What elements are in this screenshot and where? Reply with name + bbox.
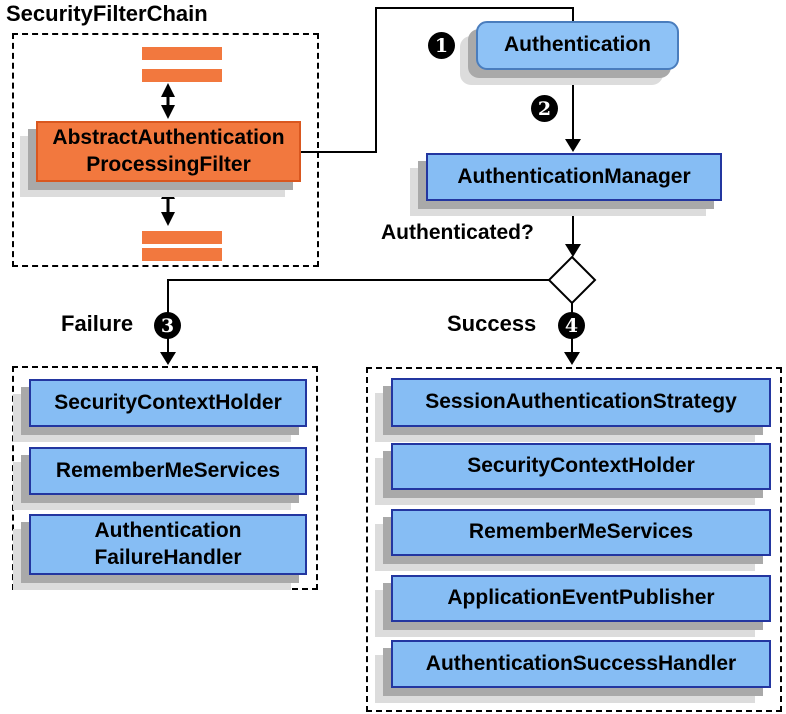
failure-label: Failure [61,311,134,336]
step-2-badge: 2 [531,95,558,122]
filter-bar-4 [142,248,222,261]
arrowhead-to-diamond [565,244,581,257]
success-item-label: RememberMeServices [468,520,694,544]
step-4-badge: 4 [558,312,585,339]
failure-item-security-context-holder: SecurityContextHolder [29,379,307,427]
success-item-remember-me-services: RememberMeServices [391,509,771,556]
success-item-security-context-holder: SecurityContextHolder [391,443,771,490]
decision-diamond [547,255,597,305]
authentication-box: Authentication [476,21,679,70]
step-1-number: 1 [434,34,449,57]
failure-item-label: RememberMeServices [55,458,281,482]
security-filter-chain-title: SecurityFilterChain [6,1,208,26]
step-3-badge: 3 [154,312,181,339]
abstract-authentication-processing-filter-label: AbstractAuthentication ProcessingFilter [52,126,285,176]
arrowhead-to-manager [565,139,581,152]
success-label: Success [447,311,537,336]
step-1-badge: 1 [428,32,455,59]
success-outcome-box: SessionAuthenticationStrategy SecurityCo… [366,367,782,712]
success-item-application-event-publisher: ApplicationEventPublisher [391,575,771,622]
success-item-session-authentication-strategy: SessionAuthenticationStrategy [391,378,771,427]
failure-item-remember-me-services: RememberMeServices [29,447,307,495]
success-item-label: SecurityContextHolder [467,454,695,478]
filter-bar-2 [142,69,222,82]
success-item-label: SessionAuthenticationStrategy [425,390,737,414]
step-2-number: 2 [537,97,552,120]
success-item-authentication-success-handler: AuthenticationSuccessHandler [391,640,771,688]
failure-item-authentication-failure-handler: Authentication FailureHandler [29,514,307,575]
filter-to-authentication-connector [301,7,574,153]
chain-double-arrow-bottom-up-head [161,185,175,199]
failure-outcome-box: SecurityContextHolder RememberMeServices… [12,366,318,590]
step-3-number: 3 [160,314,175,337]
failure-item-label: Authentication FailureHandler [94,519,242,569]
security-filter-chain-box: AbstractAuthentication ProcessingFilter [12,33,319,267]
authentication-label: Authentication [504,33,651,57]
filter-bar-1 [142,47,222,60]
chain-double-arrow-bottom-down-head [161,212,175,226]
abstract-authentication-processing-filter-box: AbstractAuthentication ProcessingFilter [36,121,301,182]
filter-bar-3 [142,231,222,244]
arrowhead-success [564,352,580,365]
chain-double-arrow-top-down-head [161,105,175,119]
authentication-manager-label: AuthenticationManager [457,164,691,188]
success-item-label: ApplicationEventPublisher [447,586,715,610]
authenticated-question-label: Authenticated? [381,221,534,244]
step-4-number: 4 [564,314,579,337]
chain-double-arrow-top-up-head [161,83,175,97]
authentication-manager-box: AuthenticationManager [426,153,722,201]
arrowhead-failure [160,352,176,365]
success-item-label: AuthenticationSuccessHandler [425,651,737,675]
failure-item-label: SecurityContextHolder [54,390,282,414]
